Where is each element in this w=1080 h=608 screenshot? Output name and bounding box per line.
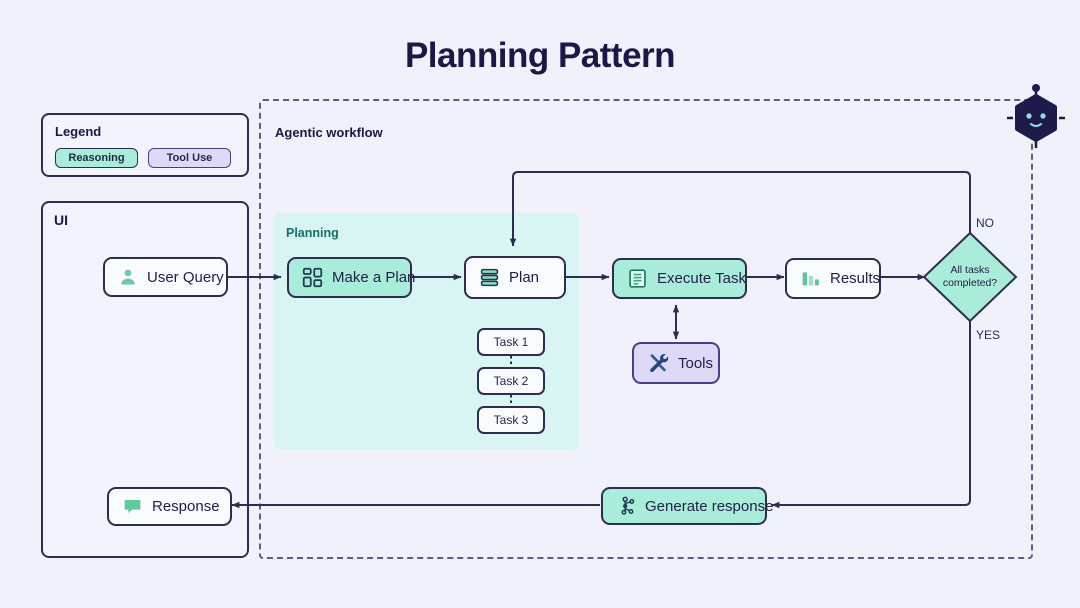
task-item-3-label: Task 3 (493, 413, 529, 427)
task-item-2[interactable]: Task 2 (477, 367, 545, 395)
node-response-label: Response (152, 498, 220, 515)
node-user-query-label: User Query (147, 268, 224, 286)
ui-panel-label: UI (54, 212, 68, 228)
document-lines-icon (629, 269, 646, 288)
user-icon (121, 269, 135, 285)
node-make-a-plan[interactable]: Make a Plan (287, 257, 416, 298)
planning-region-label: Planning (286, 226, 339, 240)
node-execute-task-label: Execute Task (657, 270, 746, 287)
agentic-workflow-label: Agentic workflow (275, 125, 383, 140)
node-tools-label: Tools (678, 354, 714, 372)
legend-chip-tool-use-label: Tool Use (166, 152, 213, 164)
decision-line-1: All tasks (950, 263, 990, 276)
edge-label-no: NO (976, 216, 994, 230)
legend-title: Legend (55, 124, 102, 139)
speech-bubble-icon (124, 499, 141, 514)
node-results-label: Results (830, 270, 881, 287)
task-item-1[interactable]: Task 1 (477, 328, 545, 356)
node-execute-task[interactable]: Execute Task (612, 258, 747, 299)
network-nodes-icon (621, 496, 635, 515)
node-results[interactable]: Results (785, 258, 881, 299)
legend-chip-reasoning-label: Reasoning (68, 152, 125, 164)
bar-chart-icon (802, 272, 819, 286)
task-item-3[interactable]: Task 3 (477, 406, 545, 434)
task-item-1-label: Task 1 (493, 335, 529, 349)
legend-chip-reasoning[interactable]: Reasoning (55, 148, 138, 168)
node-tools[interactable]: Tools (632, 342, 720, 384)
node-make-a-plan-label: Make a Plan (332, 269, 416, 286)
node-response[interactable]: Response (107, 487, 232, 526)
node-plan-label: Plan (509, 269, 540, 286)
grid-layout-icon (302, 267, 323, 288)
wrench-screwdriver-icon (650, 353, 669, 373)
legend-chip-tool-use[interactable]: Tool Use (148, 148, 231, 168)
node-user-query[interactable]: User Query (103, 257, 228, 297)
page-title: Planning Pattern (404, 36, 676, 75)
edge-label-yes: YES (976, 328, 1001, 342)
node-generate-response-label: Generate response (645, 497, 774, 515)
list-stack-icon (480, 268, 499, 287)
node-generate-response[interactable]: Generate response (601, 487, 773, 525)
node-plan[interactable]: Plan (464, 256, 566, 299)
task-item-2-label: Task 2 (493, 374, 529, 388)
decision-node: All tasks completed? (924, 233, 1016, 321)
decision-line-2: completed? (942, 277, 998, 289)
agentic-workflow-panel (259, 99, 1033, 559)
